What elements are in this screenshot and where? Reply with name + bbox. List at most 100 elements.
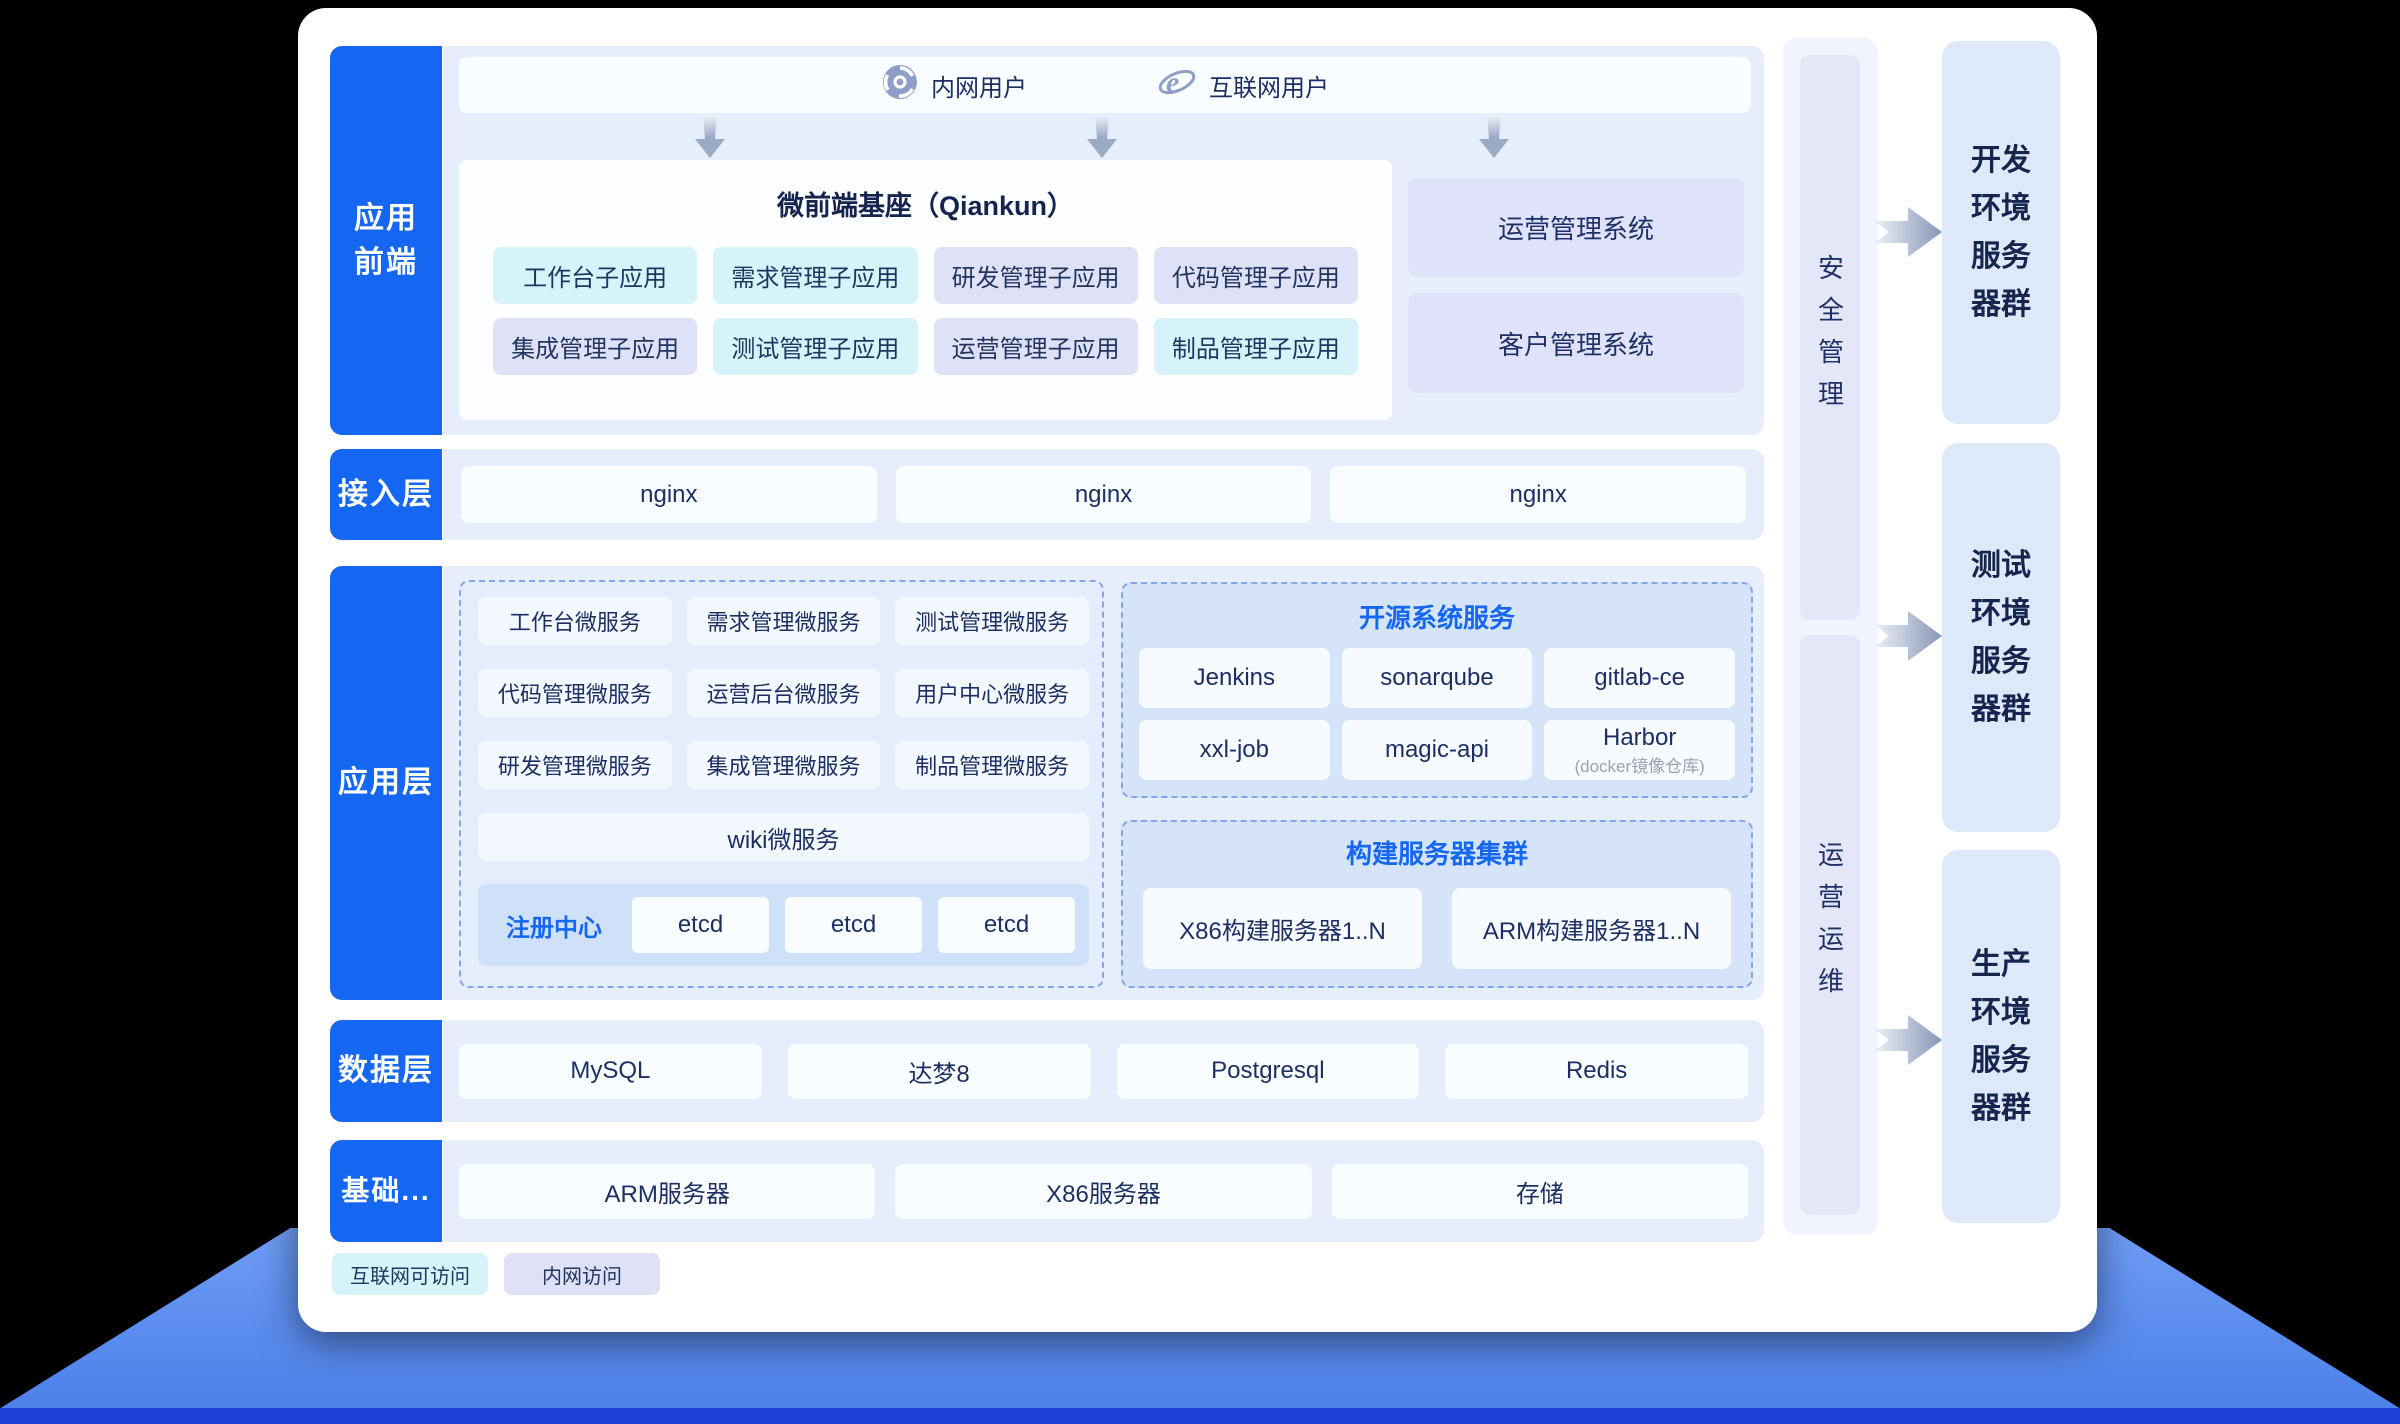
opensource-title: 开源系统服务 (1358, 603, 1515, 633)
server-group-line: 器群 (1971, 1091, 2031, 1125)
infra-node: ARM服务器 (459, 1163, 876, 1219)
right-arrow-icon (1874, 206, 1942, 263)
opensource-service: magic-api (1341, 720, 1533, 780)
server-group-line: 器群 (1971, 287, 2031, 321)
user-label: 内网用户 (931, 74, 1027, 102)
server-group-line: 器群 (1971, 692, 2031, 726)
db-node: Postgresql (1116, 1043, 1420, 1099)
server-group-line: 测试 (1971, 548, 2031, 582)
infra-row: ARM服务器 X86服务器 存储 (443, 1140, 1764, 1242)
opensource-service-harbor: Harbor (docker镜像仓库) (1544, 720, 1735, 780)
registry-label: 注册中心 (506, 914, 602, 942)
subapp-chip: 测试管理子应用 (713, 318, 918, 375)
db-node: 达梦8 (787, 1043, 1091, 1099)
users-bar: 内网用户 e 互联网用户 (459, 57, 1751, 113)
svg-text:e: e (1166, 66, 1179, 99)
layer-label-app: 应用层 (330, 566, 442, 1000)
microservice-grid: 工作台微服务 需求管理微服务 测试管理微服务 代码管理微服务 运营后台微服务 用… (478, 597, 1089, 789)
microservice: 集成管理微服务 (686, 741, 881, 789)
microservice: 工作台微服务 (478, 597, 672, 645)
arm-build-server: ARM构建服务器1..N (1452, 888, 1731, 969)
nginx-node: nginx (461, 466, 877, 523)
registry-panel: 注册中心 etcd etcd etcd (478, 884, 1089, 966)
harbor-name: Harbor (1602, 723, 1677, 751)
x86-build-server: X86构建服务器1..N (1143, 888, 1422, 969)
qiankun-base: 微前端基座（Qiankun） 工作台子应用 需求管理子应用 研发管理子应用 代码… (459, 160, 1392, 420)
server-group-line: 服务 (1971, 644, 2031, 678)
qiankun-title: 微前端基座（Qiankun） (776, 191, 1074, 221)
opensource-grid: Jenkins sonarqube gitlab-ce xxl-job magi… (1139, 648, 1735, 780)
ops-maintenance-bar: 运营运维 (1800, 635, 1860, 1215)
legend-intranet-access: 内网访问 (504, 1253, 660, 1295)
build-cluster-title: 构建服务器集群 (1345, 839, 1528, 869)
prod-env-server-group: 生产 环境 服务 器群 (1942, 850, 2060, 1223)
server-group-line: 服务 (1971, 1043, 2031, 1077)
layer-label-access: 接入层 (330, 449, 442, 540)
subapp-chip: 需求管理子应用 (713, 247, 918, 304)
microservice: 代码管理微服务 (478, 669, 672, 717)
etcd-node: etcd (632, 897, 769, 953)
right-arrow-icon (1874, 1014, 1942, 1071)
intranet-user: 内网用户 (881, 63, 1027, 108)
build-server-row: X86构建服务器1..N ARM构建服务器1..N (1143, 888, 1731, 969)
ops-maintenance-label: 运营运维 (1814, 841, 1845, 1009)
subapp-chip: 集成管理子应用 (493, 318, 698, 375)
security-management-bar: 安全管理 (1800, 55, 1860, 620)
layer-label-line: 应用 (354, 201, 418, 235)
etcd-node: etcd (938, 897, 1075, 953)
dev-env-server-group: 开发 环境 服务 器群 (1942, 41, 2060, 424)
subapp-chip: 研发管理子应用 (933, 247, 1138, 304)
subapp-chip: 工作台子应用 (493, 247, 698, 304)
server-group-line: 开发 (1971, 143, 2031, 177)
subapp-grid: 工作台子应用 需求管理子应用 研发管理子应用 代码管理子应用 集成管理子应用 测… (493, 247, 1358, 375)
opensource-service: Jenkins (1139, 648, 1330, 708)
layer-label-frontend: 应用 前端 (330, 46, 442, 435)
server-group-line: 生产 (1971, 947, 2031, 981)
right-arrow-icon (1874, 610, 1942, 667)
opensource-container: 开源系统服务 Jenkins sonarqube gitlab-ce xxl-j… (1121, 582, 1753, 798)
microservices-container: 工作台微服务 需求管理微服务 测试管理微服务 代码管理微服务 运营后台微服务 用… (459, 580, 1104, 988)
server-group-line: 环境 (1971, 995, 2031, 1029)
microservice: 需求管理微服务 (686, 597, 881, 645)
server-group-line: 服务 (1971, 239, 2031, 273)
laptop-screen-panel: 应用 前端 内网用户 (298, 8, 2097, 1332)
microservice: 制品管理微服务 (895, 741, 1089, 789)
ie-globe-icon: e (1157, 63, 1197, 108)
security-management-label: 安全管理 (1814, 253, 1845, 422)
internet-user: e 互联网用户 (1157, 63, 1329, 108)
db-node: MySQL (459, 1043, 762, 1099)
microservice: 研发管理微服务 (478, 741, 672, 789)
browser-icon (881, 63, 919, 108)
opensource-service: gitlab-ce (1544, 648, 1735, 708)
subapp-chip: 制品管理子应用 (1153, 318, 1358, 375)
layer-label-line: 前端 (354, 245, 418, 279)
infra-node: 存储 (1331, 1163, 1748, 1219)
laptop-strip (0, 1408, 2400, 1424)
db-node: Redis (1445, 1043, 1748, 1099)
infra-node: X86服务器 (895, 1163, 1312, 1219)
microservice: 用户中心微服务 (895, 669, 1089, 717)
down-arrow-icon (1084, 115, 1120, 164)
server-group-line: 环境 (1971, 191, 2031, 225)
user-label: 互联网用户 (1209, 74, 1329, 102)
data-row: MySQL 达梦8 Postgresql Redis (443, 1020, 1764, 1122)
opensource-service: sonarqube (1341, 648, 1533, 708)
server-group-line: 环境 (1971, 596, 2031, 630)
etcd-node: etcd (785, 897, 922, 953)
build-cluster-container: 构建服务器集群 X86构建服务器1..N ARM构建服务器1..N (1121, 820, 1753, 988)
subapp-chip: 运营管理子应用 (933, 318, 1138, 375)
microservice: 运营后台微服务 (686, 669, 881, 717)
access-row: nginx nginx nginx (443, 449, 1764, 540)
nginx-node: nginx (1330, 466, 1747, 523)
layer-label-infra: 基础... (330, 1140, 442, 1242)
nginx-node: nginx (895, 466, 1312, 523)
opensource-service: xxl-job (1139, 720, 1330, 780)
down-arrow-icon (1476, 115, 1512, 164)
ops-management-system: 运营管理系统 (1408, 178, 1744, 277)
microservice: 测试管理微服务 (895, 597, 1089, 645)
test-env-server-group: 测试 环境 服务 器群 (1942, 443, 2060, 832)
layer-label-data: 数据层 (330, 1020, 442, 1122)
legend-internet-accessible: 互联网可访问 (332, 1253, 488, 1295)
down-arrow-icon (692, 115, 728, 164)
harbor-subtitle: (docker镜像仓库) (1574, 756, 1705, 776)
